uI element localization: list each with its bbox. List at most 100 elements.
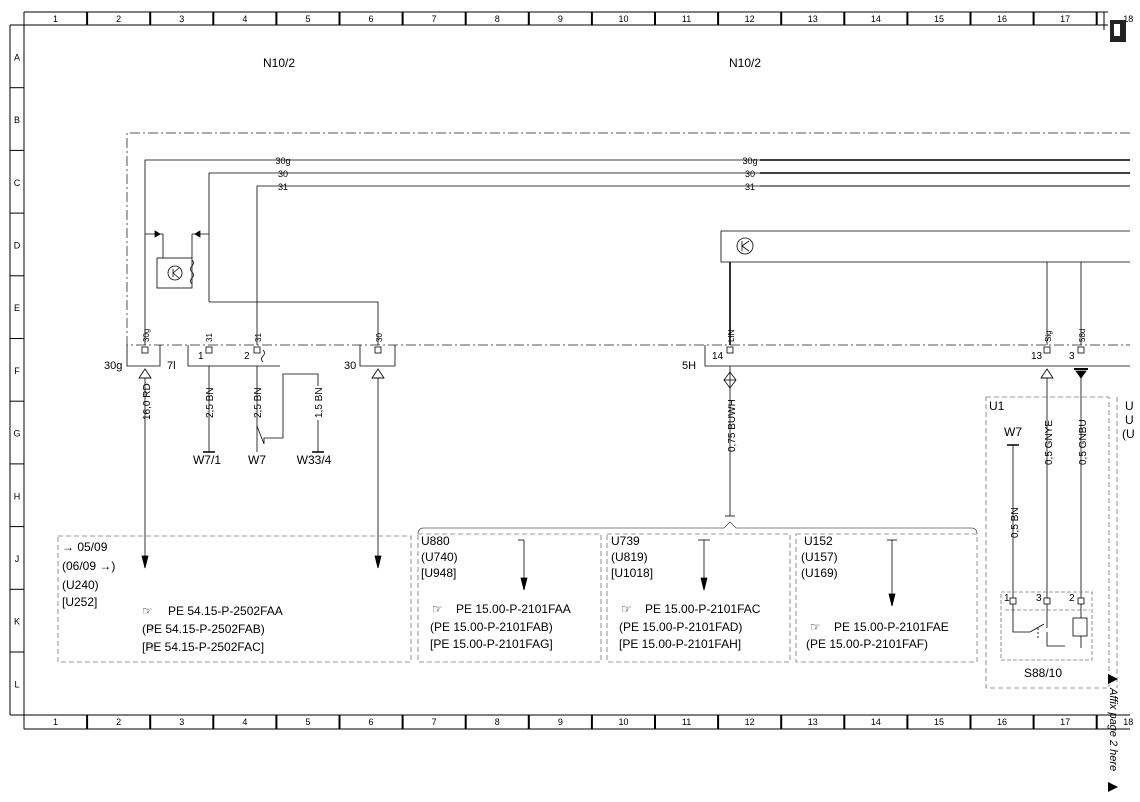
unit-label-right: N10/2	[729, 56, 761, 70]
bus-label-30-right: 30	[745, 169, 755, 179]
column-label: 5	[305, 717, 310, 727]
box4-ref2: (PE 15.00-P-2101FAF)	[806, 637, 928, 651]
affix-note: Affix page 2 here	[1107, 687, 1119, 771]
column-label: 16	[997, 14, 1007, 24]
row-label: E	[14, 303, 20, 313]
pin-31a: 31	[205, 333, 214, 342]
hand-icon: ☞	[621, 602, 632, 616]
u-edge-label: U	[1125, 399, 1134, 413]
column-label: 12	[745, 717, 755, 727]
pin-31b: 31	[254, 333, 263, 342]
wire-0-75-buwh: 0,75 BUWH	[727, 399, 738, 452]
row-ticks	[10, 87, 24, 653]
switch-label: S88/10	[1024, 666, 1062, 680]
column-label: 4	[242, 717, 247, 727]
wire-2-5-bn-a: 2,5 BN	[205, 387, 216, 418]
ground-w7-1: W7/1	[193, 453, 221, 467]
column-ticks	[86, 12, 1098, 729]
column-label: 10	[618, 717, 628, 727]
column-label: 18	[1123, 14, 1133, 24]
ground-w7-module: W7	[1004, 425, 1022, 439]
column-label: 7	[432, 717, 437, 727]
pin-sig: Sig	[1044, 330, 1053, 342]
column-label: 4	[242, 14, 247, 24]
wire-16-rd: 16,0 RD	[142, 383, 153, 420]
column-label: 3	[179, 14, 184, 24]
power-buses	[144, 159, 1130, 345]
column-label: 16	[997, 717, 1007, 727]
drawing-frame	[9, 11, 1130, 730]
bus-label-31-right: 31	[745, 182, 755, 192]
pin-number-3: 3	[1069, 351, 1075, 362]
box4-ref1: PE 15.00-P-2101FAE	[834, 620, 949, 634]
hand-icon: ☞	[146, 640, 157, 654]
row-label: L	[14, 679, 19, 689]
box1-ref1: PE 54.15-P-2502FAA	[168, 604, 283, 618]
row-label: J	[15, 554, 20, 564]
pin-number-14: 14	[712, 351, 724, 362]
box2-line1: U880	[421, 534, 450, 548]
pin-30g: 30g	[142, 329, 151, 342]
pin-58d: 58d	[1078, 329, 1087, 342]
bus-label-30g-right: 30g	[742, 156, 757, 166]
connector-30g: 30g	[104, 360, 122, 372]
row-label: D	[14, 240, 21, 250]
column-label: 9	[558, 14, 563, 24]
box2-ref3: [PE 15.00-P-2101FAG]	[430, 637, 553, 651]
switch-pin-1: 1	[1004, 593, 1010, 604]
reference-boxes	[57, 533, 978, 663]
box4-line3: (U169)	[801, 566, 838, 580]
column-label: 11	[682, 717, 691, 727]
s88-10-switch	[1000, 591, 1093, 661]
affix-arrow-bottom	[1108, 782, 1118, 792]
box2-line2: (U740)	[421, 550, 458, 564]
box4-line2: (U157)	[801, 550, 838, 564]
column-label: 9	[558, 717, 563, 727]
box4-line1: U152	[804, 534, 833, 548]
column-label: 11	[682, 14, 691, 24]
box1-ref2: (PE 54.15-P-2502FAB)	[142, 622, 265, 636]
column-label: 17	[1060, 717, 1070, 727]
column-label: 2	[116, 717, 121, 727]
column-label: 13	[808, 14, 818, 24]
switch-pin-3: 3	[1036, 593, 1042, 604]
box3-line1: U739	[611, 534, 640, 548]
row-label: G	[13, 429, 20, 439]
pin-number-1: 1	[198, 351, 204, 362]
wire-0-5-bn: 0,5 BN	[1010, 507, 1021, 538]
box3-ref1: PE 15.00-P-2101FAC	[645, 602, 761, 616]
switch-pin-2: 2	[1069, 593, 1075, 604]
row-label: K	[14, 617, 20, 627]
u-edge-label-3: (U	[1122, 427, 1135, 441]
column-label: 3	[179, 717, 184, 727]
box1-ref3: [PE 54.15-P-2502FAC]	[142, 640, 264, 654]
box3-ref3: [PE 15.00-P-2101FAH]	[619, 637, 741, 651]
affix-arrow-top	[1108, 674, 1118, 684]
hand-icon: ☞	[142, 604, 153, 618]
column-label: 13	[808, 717, 818, 727]
column-label: 14	[871, 717, 881, 727]
connector-7l: 7l	[167, 360, 176, 372]
transistor-sensor-left	[145, 230, 209, 289]
box1-refs: ☞ PE 54.15-P-2502FAA ☞ (PE 54.15-P-2502F…	[142, 604, 283, 654]
page-corner-icon	[1110, 20, 1126, 42]
row-label: H	[14, 491, 21, 501]
pin-30: 30	[375, 333, 384, 342]
column-label: 1	[53, 717, 58, 727]
box-arrows	[518, 539, 897, 607]
pin-lin: LIN	[727, 329, 736, 342]
u1-module	[985, 396, 1118, 689]
column-label: 8	[495, 717, 500, 727]
box2-line3: [U948]	[421, 566, 456, 580]
ground-w7: W7	[248, 453, 266, 467]
column-label: 1	[53, 14, 58, 24]
box3-line3: [U1018]	[611, 566, 653, 580]
ground-w33-4: W33/4	[297, 453, 332, 467]
column-label: 6	[369, 717, 374, 727]
box2-ref2: (PE 15.00-P-2101FAB)	[430, 620, 553, 634]
box3-line2: (U819)	[611, 550, 648, 564]
column-label: 6	[369, 14, 374, 24]
